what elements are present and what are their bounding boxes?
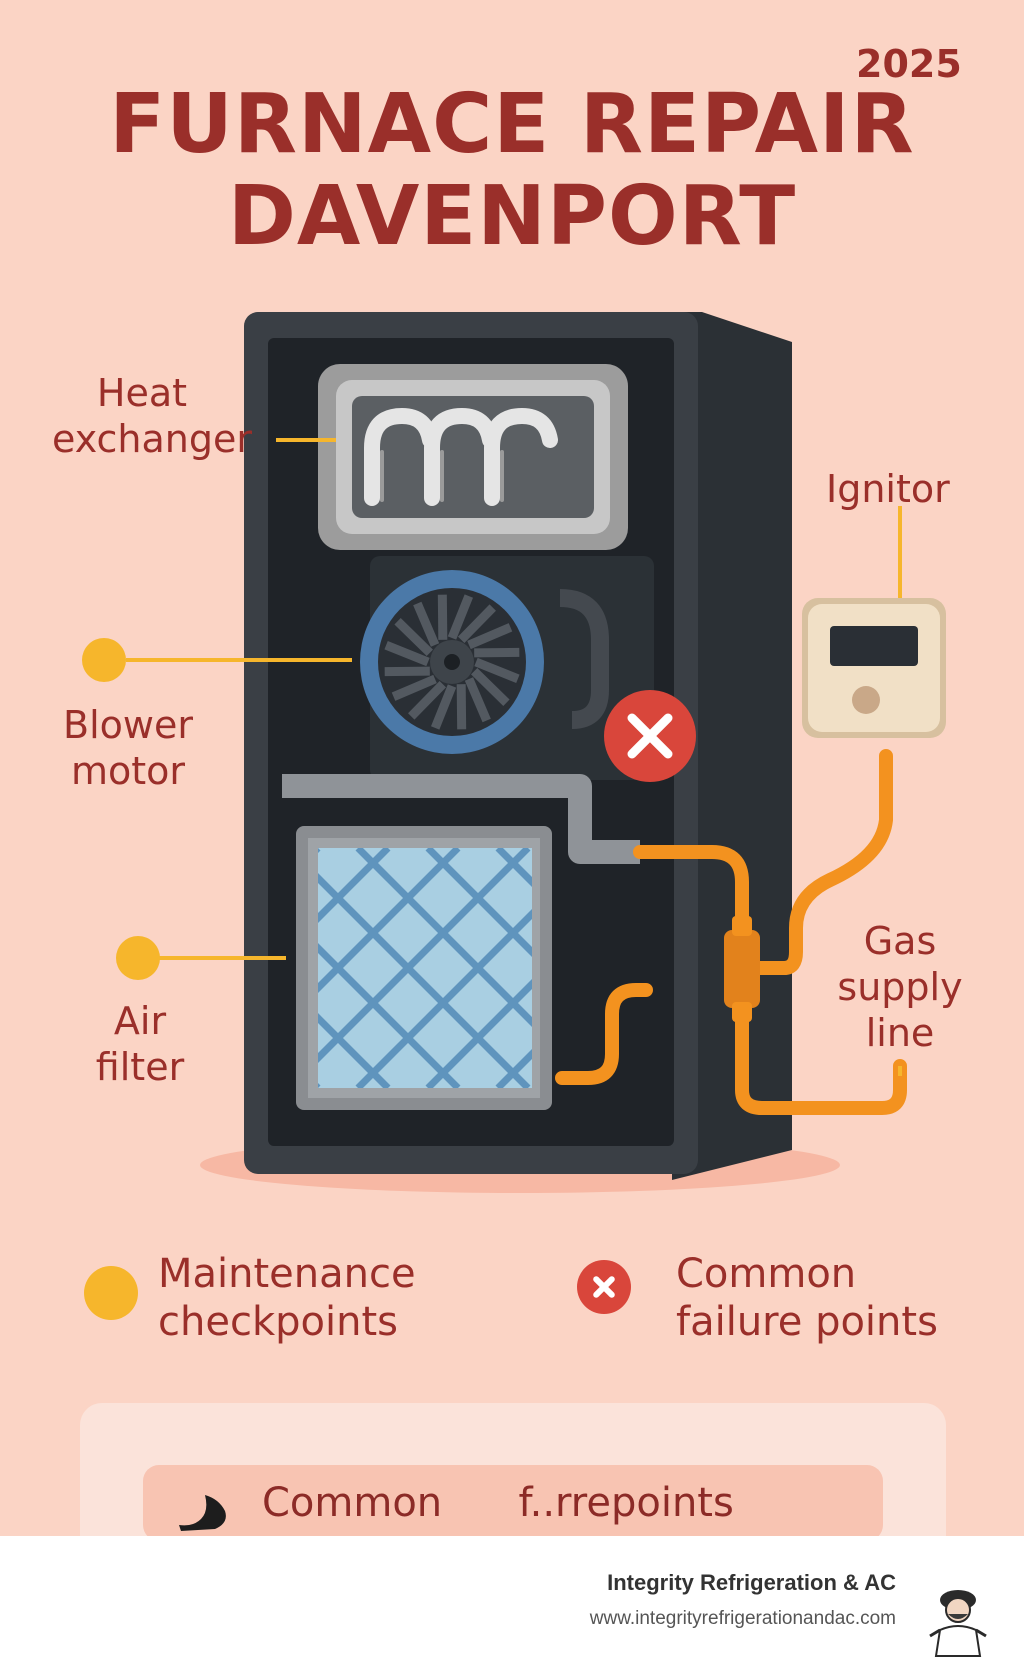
filter-mesh-line xyxy=(318,848,461,993)
title-year: 2025 xyxy=(856,42,962,86)
page-title-line-2: DAVENPORT xyxy=(227,169,797,264)
fire-icon xyxy=(179,1495,226,1531)
blower-motor xyxy=(360,570,609,754)
air-filter xyxy=(296,826,552,1110)
label-ignitor: Ignitor xyxy=(826,467,950,511)
blower-blade xyxy=(408,681,447,720)
footer xyxy=(0,1536,1024,1666)
failure-x-icon xyxy=(604,690,696,782)
blower-blade xyxy=(431,684,457,730)
blower-blade xyxy=(474,657,520,683)
filter-mesh-line xyxy=(425,979,532,1088)
internal-duct xyxy=(282,774,640,864)
heat-exchanger xyxy=(318,364,628,550)
checkpoint-dot-icon xyxy=(82,638,126,682)
blower-blade xyxy=(391,674,437,701)
filter-mesh-line xyxy=(425,848,532,957)
label-gas-supply-line: Gas supply line xyxy=(837,919,963,1055)
company-url[interactable]: www.integrityrefrigerationandac.com xyxy=(589,1608,896,1629)
label-air-filter: Air filter xyxy=(95,999,185,1089)
blower-blade xyxy=(464,677,491,723)
leader-lines xyxy=(126,438,902,1076)
filter-mesh-line xyxy=(318,848,531,1063)
filter-mesh-line xyxy=(355,909,532,1088)
blower-blade xyxy=(467,623,513,650)
label-blower-motor: Blower motor xyxy=(63,703,193,793)
legend-failure-icon xyxy=(577,1260,631,1314)
filter-mesh-line xyxy=(318,848,391,923)
info-pill-text: Common f..rrepoints xyxy=(262,1480,734,1526)
blower-blade xyxy=(394,618,433,657)
filter-mesh-line xyxy=(318,1013,391,1088)
blower-blade xyxy=(447,594,473,640)
legend-maintenance-label: Maintenance checkpoints xyxy=(158,1251,416,1345)
blower-blade xyxy=(384,641,430,667)
gas-supply-line xyxy=(555,749,907,1115)
legend-failure-label: Common failure points xyxy=(676,1251,938,1345)
blower-blade xyxy=(413,601,440,647)
furnace-diagram xyxy=(82,312,946,1193)
label-heat-exchanger: Heat exchanger xyxy=(52,371,253,461)
company-name: Integrity Refrigeration & AC xyxy=(607,1570,896,1595)
ignitor-device xyxy=(802,598,946,738)
info-pill xyxy=(143,1465,883,1541)
page-title-line-1: FURNACE REPAIR xyxy=(109,77,915,172)
checkpoint-dot-icon xyxy=(116,936,160,980)
blower-blade xyxy=(471,667,510,706)
mascot-logo-icon xyxy=(929,1590,987,1657)
legend-checkpoint-icon xyxy=(84,1266,138,1320)
blower-blade xyxy=(457,604,496,643)
gas-valve xyxy=(724,916,760,1022)
